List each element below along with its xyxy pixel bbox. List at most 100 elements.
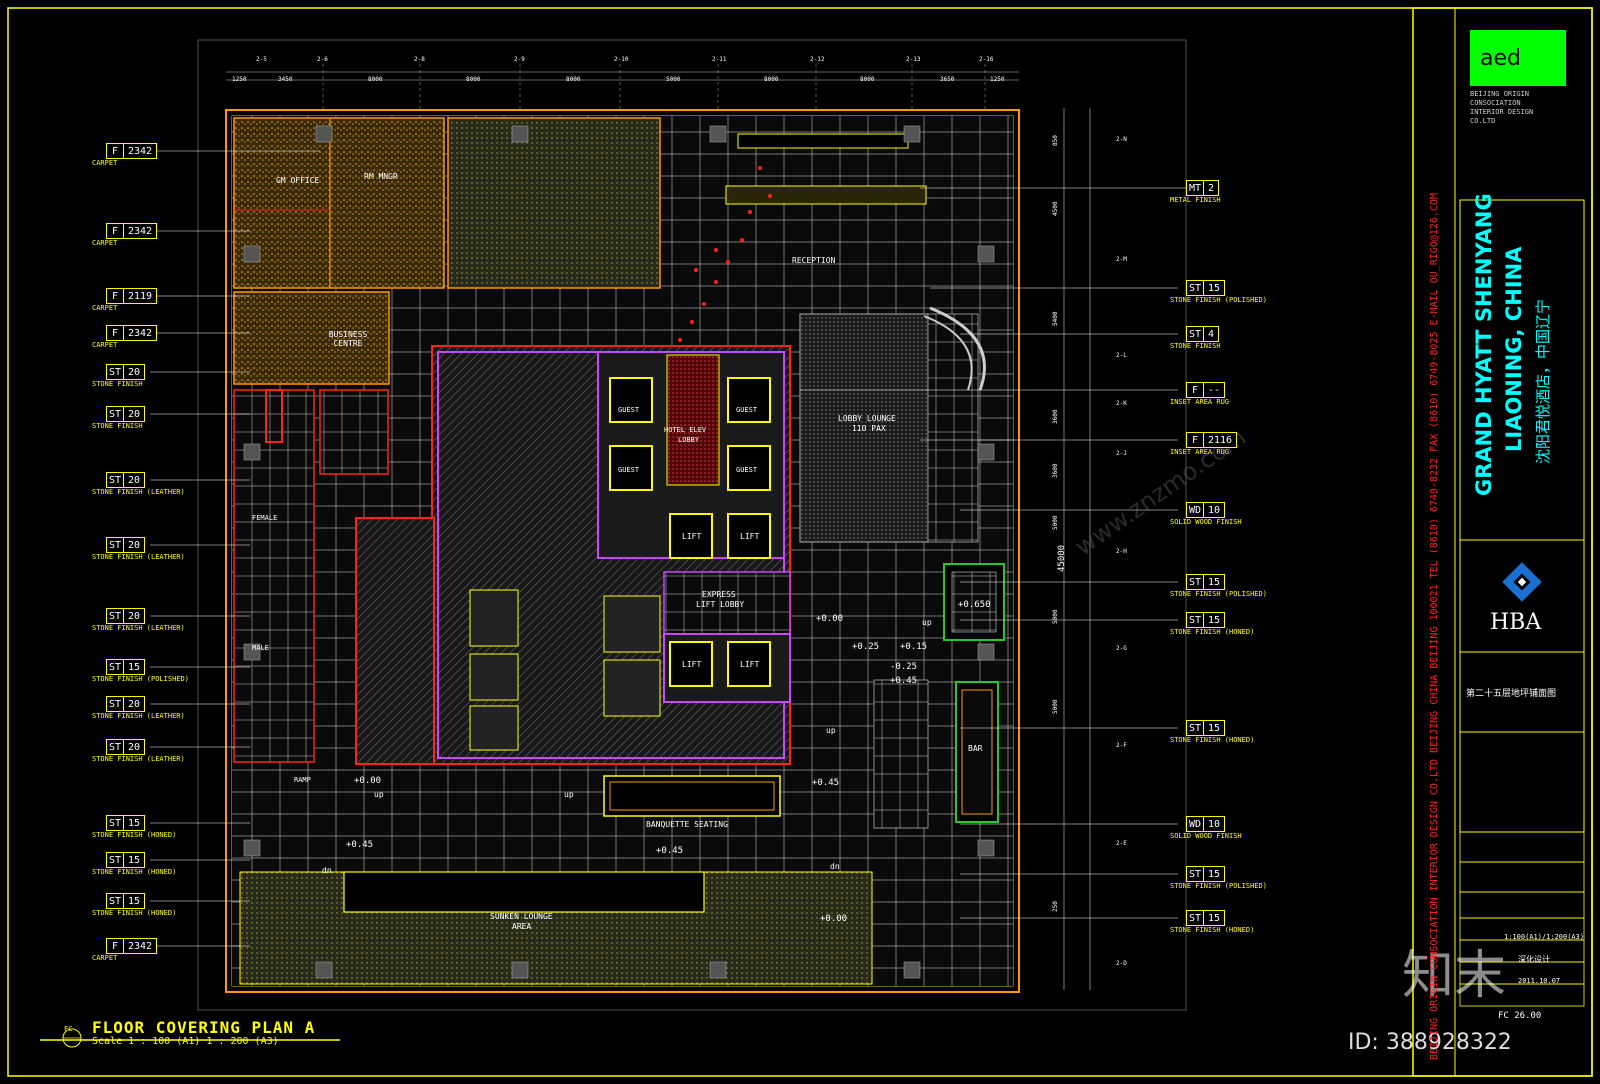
grid-label: 2-L [1116,352,1127,359]
dimension-value: 5000 [1052,699,1059,714]
finish-code: F [107,144,124,158]
finish-number: 2342 [128,940,153,952]
dimension-value: 850 [1052,135,1059,146]
grid-label: 2-E [1116,840,1127,847]
issue-date: 2011.10.07 [1518,977,1561,985]
finish-code: F [1187,433,1204,447]
finish-code: ST [107,609,124,623]
level-mark: -0.25 [890,662,918,672]
company-vertical-info: BEIJING ORIGIN CONSOCIATION INTERIOR DES… [1429,193,1440,1060]
dimension-value: 5000 [1052,515,1059,530]
grid-label: 2-12 [810,56,825,63]
project-name-en: GRAND HYATT SHENYANG [1472,193,1496,496]
room-lift: LIFT [740,532,760,541]
finish-number: -- [1208,384,1221,396]
finish-code: MT [1187,181,1204,195]
finish-description: CARPET [92,159,118,167]
finish-number: 20 [128,408,141,420]
grid-label: 2-M [1116,256,1127,263]
finish-number: 20 [128,698,141,710]
finish-number: 2342 [128,145,153,157]
finish-tag: ST 15 [1186,280,1226,296]
ramp-label: RAMP [294,776,311,784]
finish-number: 15 [1208,576,1221,588]
room-guest: GUEST [736,406,758,414]
room-guest: GUEST [618,466,640,474]
grid-label: 2-16 [979,56,994,63]
level-mark: +0.45 [656,846,684,856]
finish-number: 2116 [1208,434,1233,446]
up-label: up [374,790,384,799]
finish-description: STONE FINISH [92,380,143,388]
finish-number: 20 [128,474,141,486]
finish-number: 20 [128,741,141,753]
grid-label: 2-9 [514,56,525,63]
finish-number: 2342 [128,225,153,237]
project-name-cn: 沈阳君悦酒店，中国辽宁 [1534,298,1552,464]
grid-label: 2-D [1116,960,1127,967]
finish-description: STONE FINISH (HONED) [92,868,177,876]
finish-number: 15 [128,895,141,907]
grid-label: 2-N [1116,136,1127,143]
dimension-value: 5400 [1052,311,1059,326]
dimension-value: 1250 [232,76,247,83]
finish-number: 15 [1208,282,1221,294]
grid-label: 2-13 [906,56,921,63]
finish-description: CARPET [92,239,118,247]
finish-number: 15 [1208,912,1221,924]
grid-label: 2-K [1116,400,1127,407]
project-location-en: LIAONING, CHINA [1502,246,1526,452]
finish-description: STONE FINISH [1170,342,1221,350]
finish-code: ST [107,697,124,711]
finish-description: STONE FINISH (LEATHER) [92,553,185,561]
finish-code: F [107,224,124,238]
finish-description: STONE FINISH (LEATHER) [92,755,185,763]
finish-code: ST [1187,911,1204,925]
room-hotel-elev: HOTEL ELEV [664,426,707,434]
finish-code: F [1187,383,1204,397]
grid-label: 2-6 [317,56,328,63]
finish-code: F [107,939,124,953]
up-label: up [564,790,574,799]
drawing-title-cn: 第二十五层地坪铺面图 [1466,689,1557,699]
level-mark: +0.45 [890,676,918,686]
finish-description: STONE FINISH (HONED) [92,831,177,839]
grid-label: 2-F [1116,742,1127,749]
finish-description: STONE FINISH [92,422,143,430]
finish-description: INSET AREA RUG [1170,448,1230,456]
finish-tag: F 2342 [106,938,158,954]
room-bar: BAR [968,744,983,753]
finish-description: STONE FINISH (POLISHED) [1170,296,1267,304]
room-express-lift-lobby: LIFT LOBBY [696,600,745,609]
finish-tag: F 2342 [106,143,158,159]
id-label: ID: 388928322 [1348,1030,1512,1055]
finish-number: 20 [128,539,141,551]
finish-tag: F 2116 [1186,432,1238,448]
grid-label: 2-H [1116,548,1127,555]
grid-label: 2-10 [614,56,629,63]
finish-description: INSET AREA RUG [1170,398,1230,406]
room-guest: GUEST [736,466,758,474]
grid-label: 2-G [1116,645,1127,652]
finish-number: 15 [128,817,141,829]
grid-label: 2-5 [256,56,267,63]
finish-code: ST [1187,281,1204,295]
room-express: EXPRESS [702,590,736,599]
company-logo: aed [1480,46,1521,71]
finish-number: 2119 [128,290,153,302]
dimension-value: 3450 [278,76,293,83]
finish-description: STONE FINISH (LEATHER) [92,624,185,632]
room-male-wc: MALE [252,644,269,652]
company-line: BEIJING ORIGIN [1470,90,1530,98]
design-stage: 深化设计 [1518,955,1550,964]
finish-tag: ST 20 [106,696,146,712]
